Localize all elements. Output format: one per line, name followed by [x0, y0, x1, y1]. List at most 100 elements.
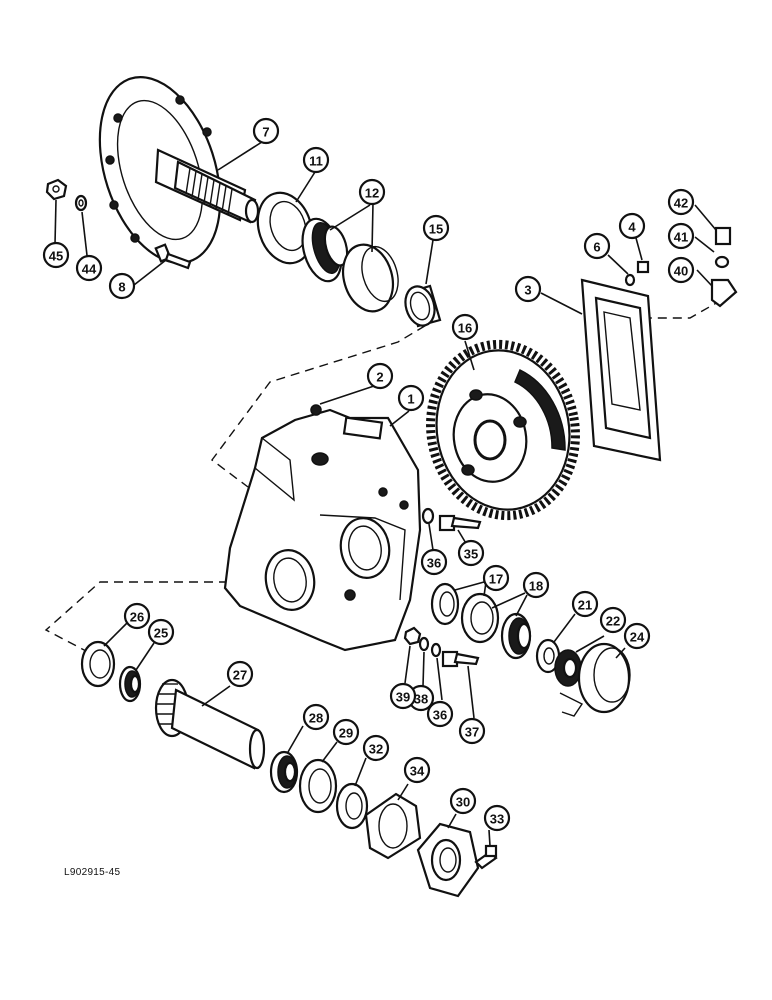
callout-circle — [362, 734, 390, 762]
cover-gasket — [580, 278, 662, 462]
callout-15: 15 — [422, 214, 450, 242]
callout-circle — [397, 384, 425, 412]
callout-circle — [522, 571, 550, 599]
callout-number: 40 — [674, 264, 688, 279]
callout-number: 21 — [578, 598, 592, 613]
callout-circle — [667, 256, 695, 284]
bearing-cup-29 — [298, 758, 338, 814]
housing-bolt — [421, 507, 482, 532]
callout-17: 17 — [482, 564, 510, 592]
callout-circle — [514, 275, 542, 303]
callout-circle — [123, 602, 151, 630]
cover-fittings — [624, 260, 650, 287]
callout-circle — [426, 700, 454, 728]
gasket-34 — [364, 792, 422, 860]
callout-18: 18 — [522, 571, 550, 599]
callout-circle — [422, 214, 450, 242]
callout-45: 45 — [42, 241, 70, 269]
callout-29: 29 — [332, 718, 360, 746]
callout-number: 37 — [465, 725, 479, 740]
callout-26: 26 — [123, 602, 151, 630]
callout-circle — [449, 787, 477, 815]
end-cap-24 — [577, 642, 631, 714]
bearing-cone-25 — [118, 665, 142, 703]
callout-number: 28 — [309, 711, 323, 726]
callout-circle — [483, 804, 511, 832]
axle-shaft-flange — [98, 76, 260, 264]
callout-28: 28 — [302, 703, 330, 731]
callout-circle — [42, 241, 70, 269]
callout-number: 35 — [464, 547, 478, 562]
callout-circle — [482, 564, 510, 592]
callout-circle — [618, 212, 646, 240]
callout-12: 12 — [358, 178, 386, 206]
shaft-splines — [185, 167, 233, 216]
callout-37: 37 — [458, 717, 486, 745]
callout-circle — [358, 178, 386, 206]
callout-number: 41 — [674, 230, 688, 245]
retainer-30 — [416, 822, 480, 898]
callout-circle — [302, 703, 330, 731]
callout-8: 8 — [108, 272, 136, 300]
small-hardware — [403, 626, 480, 668]
callout-number: 1 — [407, 392, 414, 407]
callout-number: 32 — [369, 742, 383, 757]
breather-fittings — [710, 226, 738, 308]
callout-22: 22 — [599, 606, 627, 634]
callout-16: 16 — [451, 313, 479, 341]
callout-number: 36 — [427, 556, 441, 571]
callout-1: 1 — [397, 384, 425, 412]
callout-circle — [457, 539, 485, 567]
callout-number: 25 — [154, 626, 168, 641]
callout-circle — [623, 622, 651, 650]
flange-bolt — [154, 243, 192, 270]
callout-2: 2 — [366, 362, 394, 390]
callout-number: 30 — [456, 795, 470, 810]
callout-number: 44 — [82, 262, 97, 277]
callout-circle — [75, 254, 103, 282]
callout-30: 30 — [449, 787, 477, 815]
callout-40: 40 — [667, 256, 695, 284]
callout-24: 24 — [623, 622, 651, 650]
callout-36: 36 — [426, 700, 454, 728]
castle-nut-22 — [554, 649, 584, 717]
callout-circle — [451, 313, 479, 341]
callout-circle — [366, 362, 394, 390]
seal-32 — [335, 782, 369, 830]
bushing — [404, 284, 442, 328]
callout-34: 34 — [403, 756, 431, 784]
callout-number: 15 — [429, 222, 443, 237]
bearing-cone-18 — [500, 612, 532, 660]
callout-circle — [108, 272, 136, 300]
callout-number: 2 — [376, 370, 383, 385]
callout-circle — [302, 146, 330, 174]
pinion-shaft — [154, 678, 266, 770]
callout-27: 27 — [226, 660, 254, 688]
callout-circle — [332, 718, 360, 746]
bearing-cone-28 — [269, 750, 299, 794]
nut-and-washer — [45, 178, 88, 212]
callout-number: 8 — [118, 280, 125, 295]
bearing-cups-17 — [430, 582, 500, 644]
plug — [310, 404, 322, 416]
callout-number: 6 — [593, 240, 600, 255]
callout-number: 34 — [410, 764, 425, 779]
callout-number: 24 — [630, 630, 645, 645]
callout-circle — [252, 117, 280, 145]
callout-circle — [389, 682, 417, 710]
callout-circle — [420, 548, 448, 576]
callout-44: 44 — [75, 254, 103, 282]
callout-number: 36 — [433, 708, 447, 723]
callout-32: 32 — [362, 734, 390, 762]
callout-number: 33 — [490, 812, 504, 827]
cap-screw-33 — [474, 844, 498, 870]
callout-number: 11 — [309, 154, 323, 169]
callout-number: 27 — [233, 668, 247, 683]
callout-circle — [667, 188, 695, 216]
callout-circle — [571, 590, 599, 618]
callout-number: 22 — [606, 614, 620, 629]
spur-gear — [426, 339, 580, 521]
callout-number: 38 — [414, 692, 428, 707]
